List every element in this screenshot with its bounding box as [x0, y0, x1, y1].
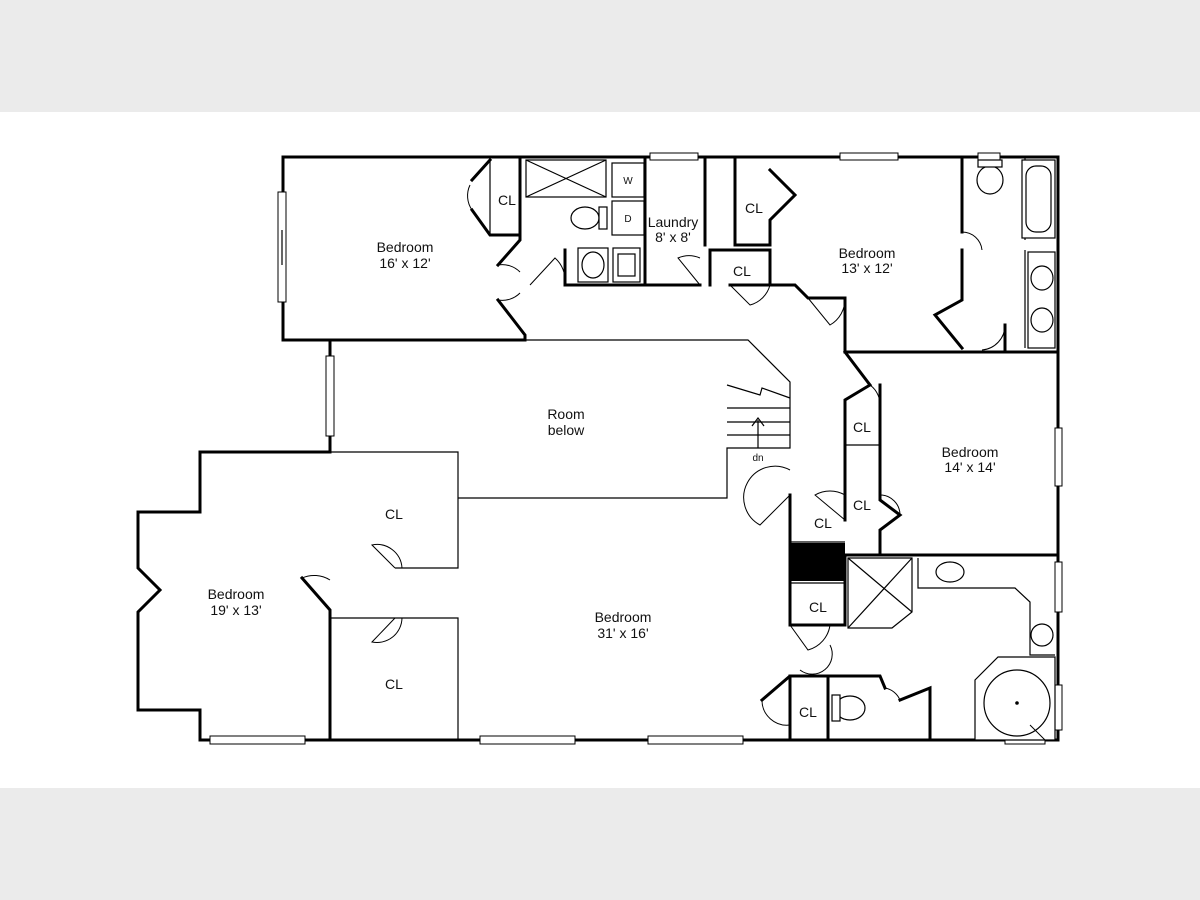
appliance-labels: W D dn — [623, 176, 763, 464]
floor-plan: Bedroom 16' x 12' Laundry 8' x 8' Bedroo… — [136, 152, 1063, 745]
room-label-name: Bedroom — [595, 609, 652, 625]
closet-label: CL — [745, 200, 763, 216]
dryer — [611, 200, 645, 236]
chimney-block — [790, 543, 845, 581]
room-label-size: 31' x 16' — [597, 625, 648, 641]
closet-label: CL — [385, 676, 403, 692]
closet-label: CL — [799, 704, 817, 720]
door-swings — [301, 184, 1046, 741]
room-label-name: Bedroom — [377, 239, 434, 255]
room-label-size: 13' x 12' — [841, 260, 892, 276]
room-label-name: Bedroom — [942, 444, 999, 460]
room-label-size: 16' x 12' — [379, 255, 430, 271]
closet-label: CL — [498, 192, 516, 208]
room-label-size: 19' x 13' — [210, 602, 261, 618]
washer — [611, 162, 645, 198]
staircase — [726, 384, 791, 448]
windows — [209, 152, 1063, 745]
closet-label: CL — [809, 599, 827, 615]
closet-label: CL — [814, 515, 832, 531]
closet-labels: CL CL CL CL CL CL CL CL CL CL — [385, 192, 871, 720]
room-label-name: Room — [547, 406, 584, 422]
fixtures — [525, 159, 1056, 741]
interior-walls — [299, 155, 1060, 742]
room-label-name: Bedroom — [208, 586, 265, 602]
room-label-size: 14' x 14' — [944, 459, 995, 475]
stair-direction-label: dn — [752, 453, 763, 464]
closet-label: CL — [733, 263, 751, 279]
exterior-walls — [136, 155, 1060, 742]
dryer-label: D — [624, 214, 631, 225]
room-labels: Bedroom 16' x 12' Laundry 8' x 8' Bedroo… — [208, 214, 999, 641]
room-label-size: below — [548, 422, 585, 438]
closet-label: CL — [853, 497, 871, 513]
washer-label: W — [623, 176, 633, 187]
room-label-name: Bedroom — [839, 245, 896, 261]
room-label-size: 8' x 8' — [655, 229, 691, 245]
room-label-name: Laundry — [648, 214, 699, 230]
closet-label: CL — [853, 419, 871, 435]
floor-plan-canvas: Bedroom 16' x 12' Laundry 8' x 8' Bedroo… — [0, 112, 1200, 788]
closet-label: CL — [385, 506, 403, 522]
